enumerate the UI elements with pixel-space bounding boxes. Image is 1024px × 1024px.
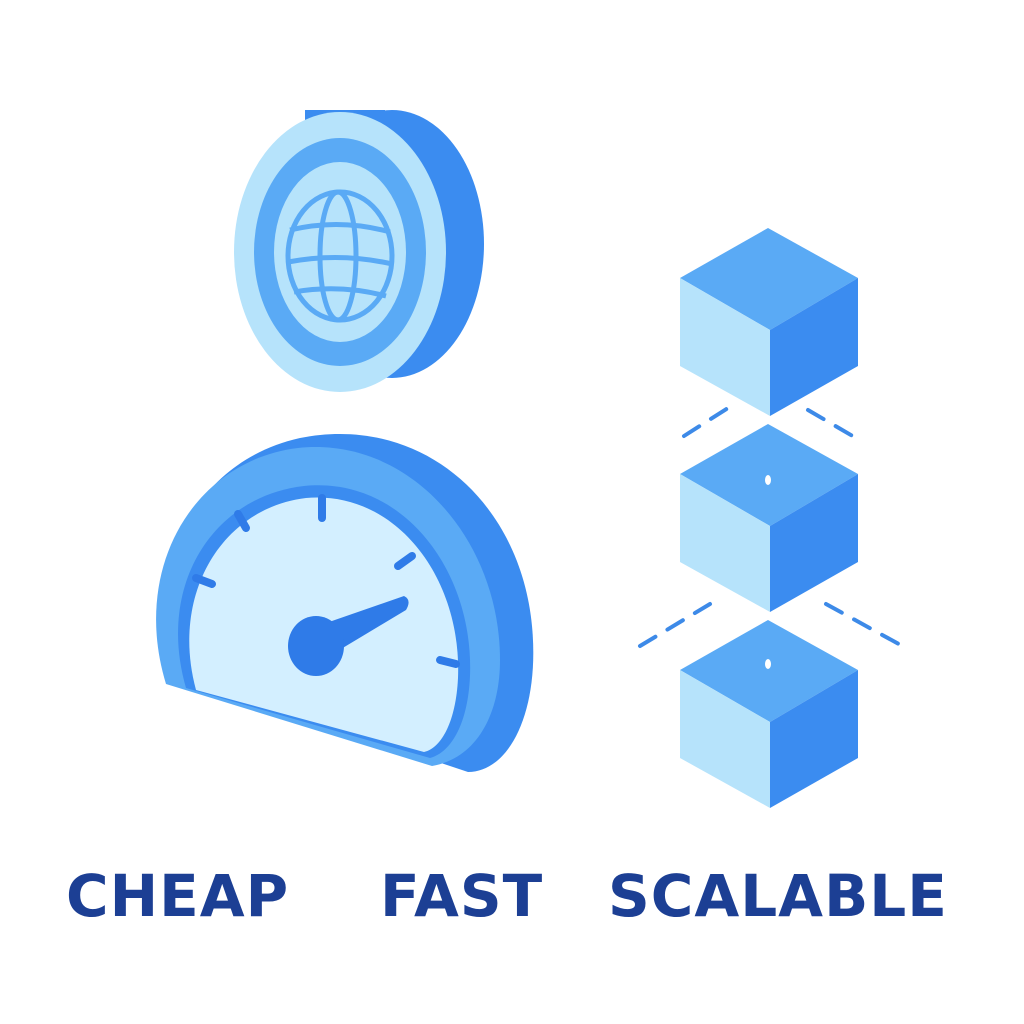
label-scalable: SCALABLE xyxy=(608,862,948,930)
label-fast: FAST xyxy=(380,862,544,930)
cube-bottom xyxy=(680,620,858,808)
connector-dashes xyxy=(638,406,908,650)
cube-top xyxy=(680,228,858,416)
globe-coin-icon xyxy=(234,110,484,392)
speedometer-icon xyxy=(156,433,534,772)
stacked-cubes-icon xyxy=(638,228,908,808)
cube-middle xyxy=(680,424,858,612)
globe-icon xyxy=(285,189,395,323)
label-cheap: CHEAP xyxy=(66,862,290,930)
